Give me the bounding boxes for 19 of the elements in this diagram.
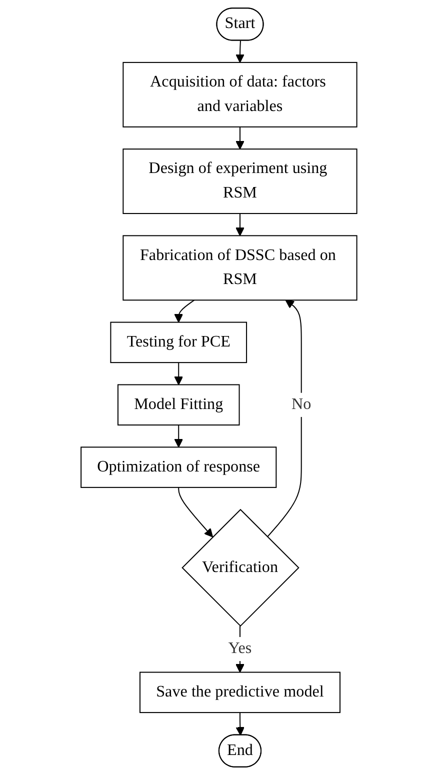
- arrow: [174, 362, 183, 386]
- arrow: [174, 300, 194, 323]
- node-diamond: Verification: [181, 508, 299, 627]
- node-box: Model Fitting: [117, 384, 240, 426]
- arrow: [235, 40, 244, 63]
- node-box: Testing for PCE: [110, 322, 247, 364]
- node-box: Save the predictive model: [139, 672, 340, 714]
- arrow: [235, 712, 244, 736]
- edge-label: No: [291, 396, 311, 413]
- edge-label: Yes: [228, 640, 252, 658]
- arrow: [235, 214, 244, 236]
- node-box: Design of experiment using RSM: [122, 148, 357, 214]
- node-box: Optimization of response: [80, 446, 276, 488]
- arrow: [266, 300, 302, 538]
- arrow: [235, 126, 244, 150]
- arrow: [174, 425, 183, 448]
- node-box: Acquisition of data: factors and variables: [122, 62, 357, 128]
- node-box: Fabrication of DSSC based on RSM: [122, 235, 357, 301]
- arrow: [178, 487, 213, 538]
